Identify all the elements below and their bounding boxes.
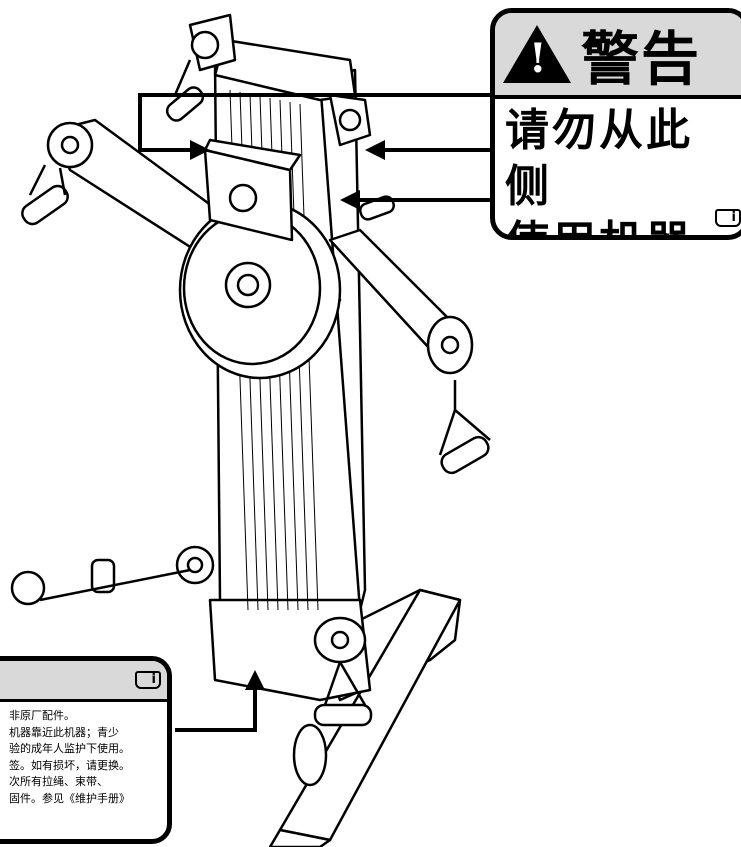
warning-bottom-line: 次所有拉绳、束带、: [9, 775, 108, 788]
warning-label-side: ! 警告 请勿从此侧 使用机器 i: [490, 8, 741, 240]
warning-bottom-line: 非原厂配件。: [9, 709, 75, 722]
main-column: [208, 38, 372, 702]
warning-symbol: !: [529, 35, 547, 82]
warning-title: 警告: [581, 25, 702, 93]
warning-bottom-header: [0, 661, 167, 702]
manual-book-icon-bottom: i: [135, 671, 161, 689]
warning-label-bottom: i 非原厂配件。 机器靠近此机器；青少 验的成年人监护下使用。 签。如有损坏，请…: [0, 656, 172, 844]
warning-bottom-line: 验的成年人监护下使用。: [9, 742, 130, 755]
weight-disk: [178, 200, 342, 380]
warning-header: ! 警告: [495, 13, 741, 99]
bottom-pulley: [313, 616, 373, 727]
console: [203, 138, 302, 242]
arrow-heads: [190, 140, 385, 690]
info-icon: i: [731, 210, 736, 225]
warning-bottom-line: 签。如有损坏，请更换。: [9, 758, 130, 772]
warning-line-1: 请勿从此侧: [505, 105, 693, 212]
warning-line-2: 使用机器: [505, 215, 735, 235]
right-arm: [328, 228, 491, 475]
warning-triangle-icon: !: [503, 25, 571, 83]
lower-left-pulley: [10, 545, 215, 606]
info-icon: i: [151, 672, 156, 687]
manual-book-icon: i: [715, 209, 741, 227]
warning-arrows: [138, 93, 500, 732]
warning-bottom-line: 固件。参见《维护手册》: [9, 791, 130, 805]
warning-bottom-line: 机器靠近此机器；青少: [9, 725, 119, 739]
warning-bottom-text: 非原厂配件。 机器靠近此机器；青少 验的成年人监护下使用。 签。如有损坏，请更换…: [0, 702, 167, 807]
right-upper-pulley: [328, 93, 395, 221]
